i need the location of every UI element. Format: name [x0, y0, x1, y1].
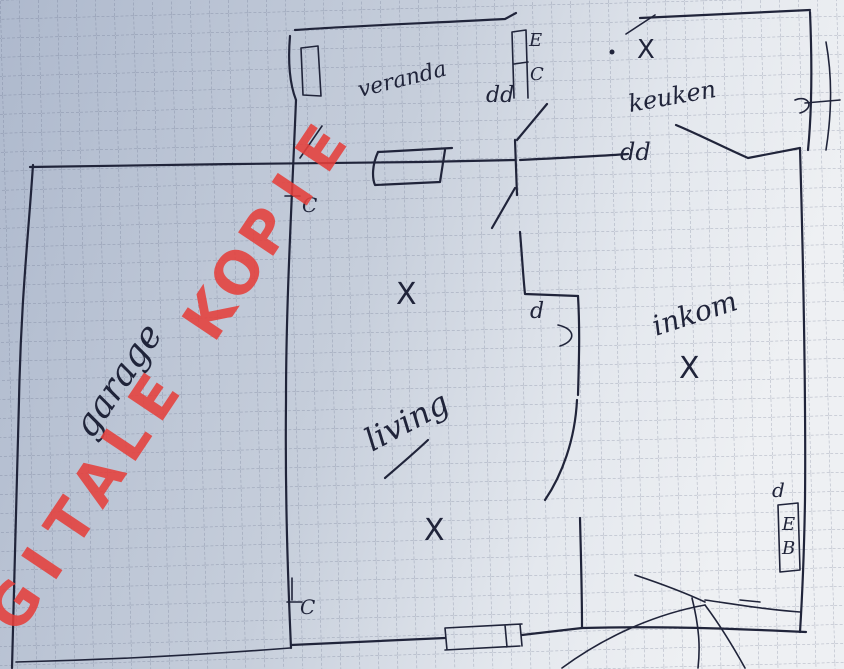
garage-bottom-wall [15, 647, 291, 663]
veranda-right-post [511, 29, 529, 99]
double-socket-veranda: dd [486, 83, 514, 108]
kitchen-corner-stroke [625, 14, 656, 35]
light-mark-inkom: X [679, 351, 700, 386]
inkom-right-wall [798, 146, 807, 634]
walls [10, 98, 808, 669]
panel-letter-b: B [781, 538, 795, 559]
top-wall [28, 158, 517, 169]
garage-living-wall [284, 98, 298, 650]
switch-mark-top: C [302, 193, 317, 217]
right-margin-curve [825, 41, 832, 151]
living-right-wall-lower [578, 516, 584, 630]
top-door-diagonal [515, 102, 549, 142]
kitchen-bottom-wall [674, 123, 802, 160]
living-right-wall-upper [576, 294, 581, 397]
kitchen-lines [609, 8, 841, 160]
stroke-a [634, 574, 706, 603]
kitchen-top-wall [638, 8, 812, 20]
bottom-wall-right [520, 626, 808, 637]
corridor-door-mark [557, 324, 573, 347]
stroke-e [704, 599, 801, 613]
socket-corridor: d [530, 299, 544, 324]
top-wall-right [518, 152, 630, 162]
double-socket-keuken: dd [620, 138, 651, 166]
door-swing-arc [543, 398, 579, 502]
stroke-d [704, 604, 746, 669]
light-mark-living-bottom: X [424, 513, 445, 548]
panel-box [777, 502, 801, 573]
diagonal-stroke [299, 125, 323, 159]
stroke-c [561, 604, 706, 669]
veranda-top-wall [293, 11, 518, 32]
top-door-post [513, 138, 519, 197]
bottom-right-strokes [561, 574, 801, 669]
socket-inkom: d [772, 478, 785, 502]
light-mark-keuken: X [637, 35, 655, 65]
light-mark-living-top: X [396, 277, 417, 312]
switch-tick-bottom [286, 577, 303, 603]
top-window [371, 146, 454, 187]
veranda-left-wall [288, 34, 298, 102]
top-door-swing [490, 186, 517, 230]
veranda-lines [288, 11, 529, 102]
switch-mark-bottom: C [300, 595, 315, 619]
veranda-left-post [300, 45, 322, 97]
kitchen-right-wall [806, 10, 813, 152]
corridor-wall [518, 230, 580, 298]
panel-letter-e: E [781, 514, 795, 535]
stroke-f [739, 599, 761, 603]
living-bottom-wall [289, 636, 447, 647]
veranda-letter-c: C [530, 64, 544, 85]
living-underline [383, 438, 430, 480]
veranda-letter-e: E [528, 30, 542, 51]
garage-left-wall [10, 163, 35, 669]
kitchen-dot [609, 49, 615, 55]
bottom-window [444, 623, 523, 651]
kitchen-outlet-mark [794, 97, 841, 114]
